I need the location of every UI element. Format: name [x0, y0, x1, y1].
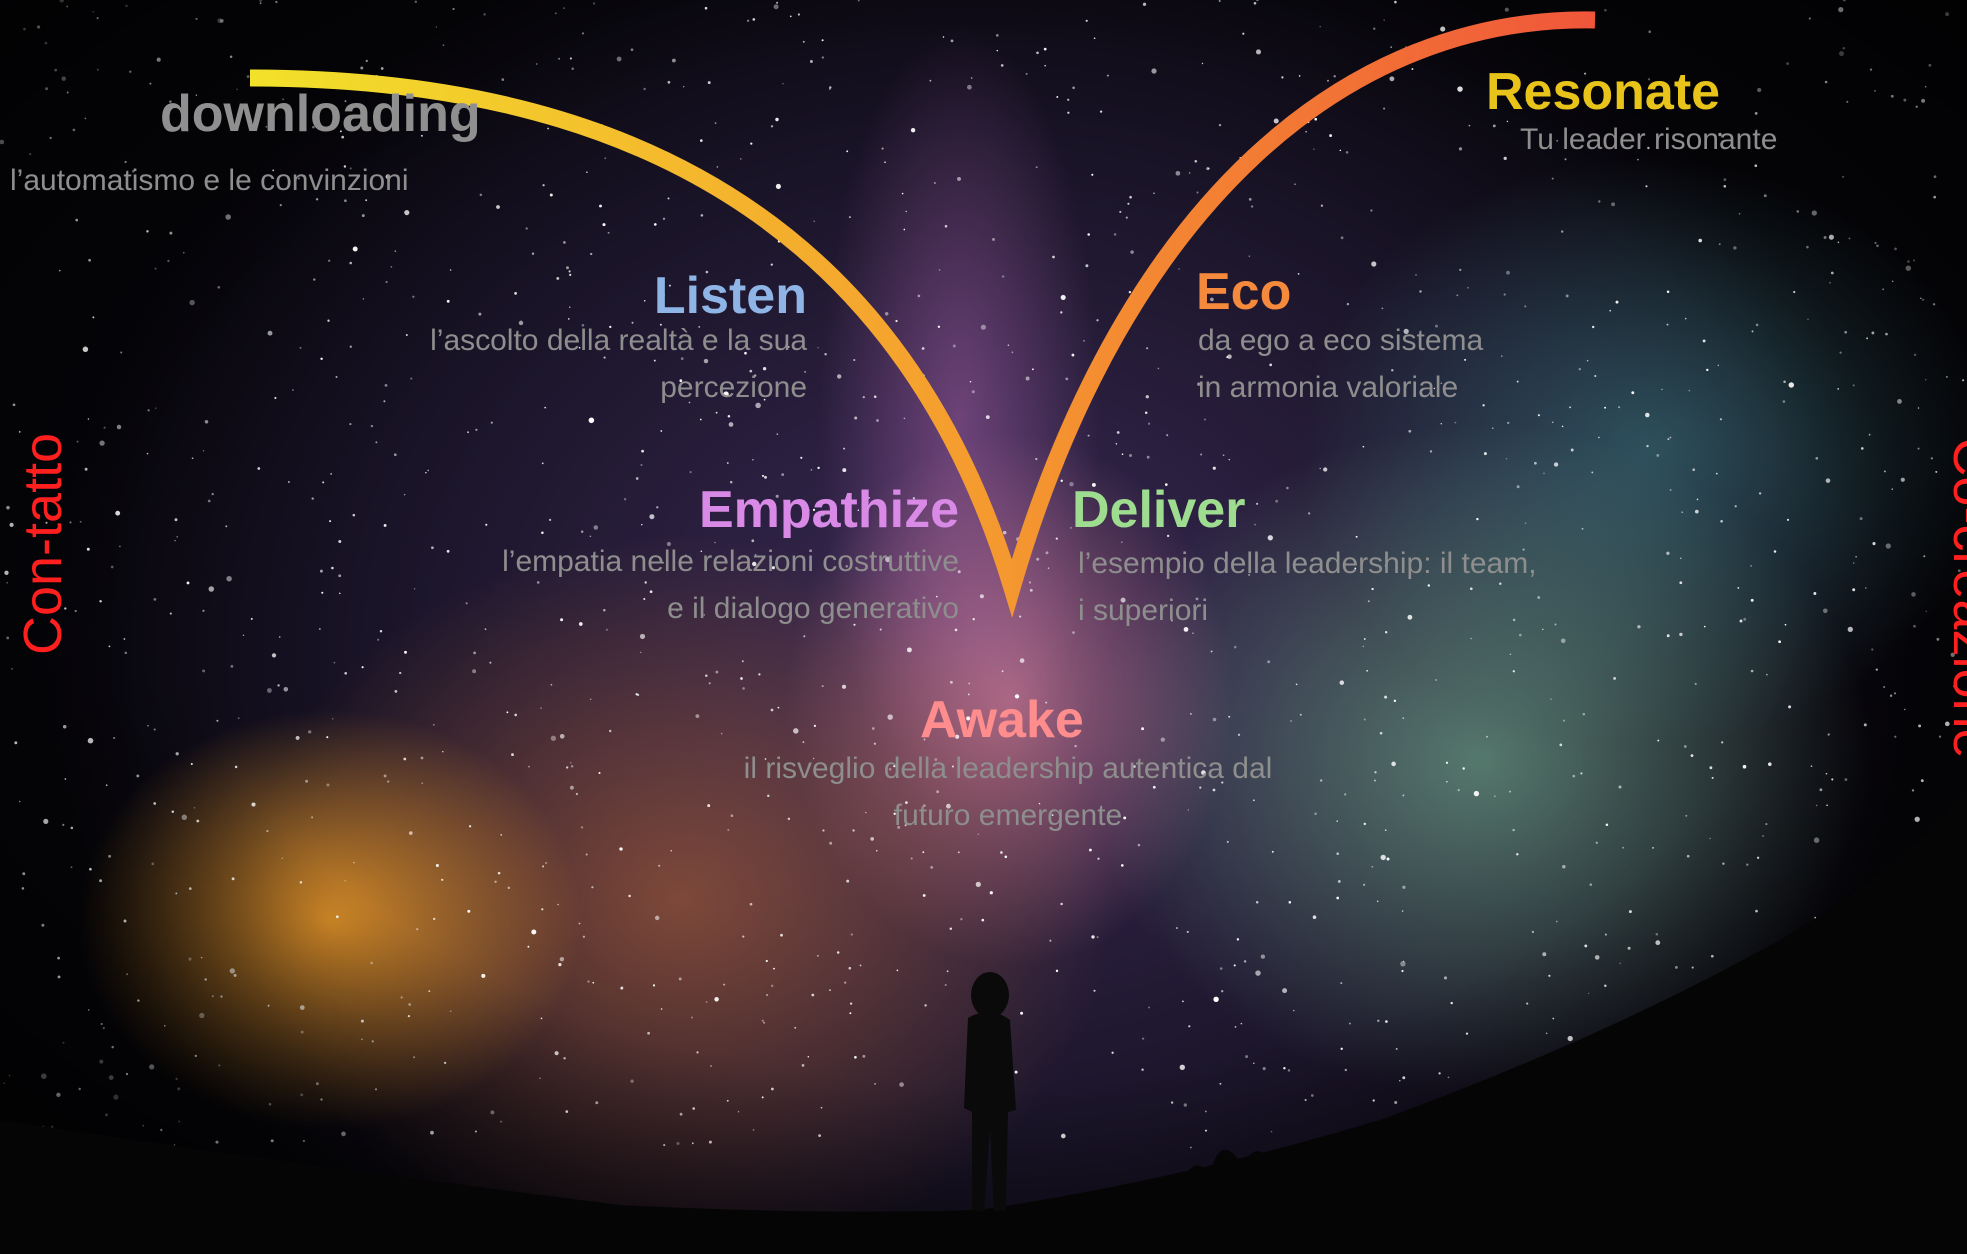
- stage-awake-title: Awake: [920, 691, 1084, 749]
- side-label-left: Con-tatto: [13, 432, 73, 655]
- stage-resonate-desc: Tu leader risonante: [1520, 123, 1778, 156]
- stage-listen-title: Listen: [653, 267, 807, 325]
- stage-awake-desc-line-2: futuro emergente: [893, 799, 1123, 832]
- person-silhouette: [964, 972, 1016, 1212]
- stage-listen-desc: l’ascolto della realtà e la sua percezio…: [430, 317, 807, 411]
- stage-eco-title: Eco: [1196, 263, 1292, 321]
- stage-eco-desc: da ego a eco sistema in armonia valorial…: [1198, 317, 1483, 411]
- stage-empathize-desc-line-1: l’empatia nelle relazioni costruttive: [502, 545, 959, 578]
- stage-deliver-desc: l’esempio della leadership: il team, i s…: [1078, 540, 1537, 634]
- stage-listen-desc-line-1: l’ascolto della realtà e la sua: [430, 324, 807, 357]
- stage-deliver-desc-line-2: i superiori: [1078, 594, 1209, 627]
- stage-empathize-desc: l’empatia nelle relazioni costruttive e …: [502, 538, 959, 632]
- stage-empathize-title: Empathize: [698, 481, 959, 539]
- stage-awake-desc-line-1: il risveglio della leadership autentica …: [743, 752, 1273, 785]
- ground-silhouette: [0, 790, 1967, 1254]
- stage-awake-desc: il risveglio della leadership autentica …: [668, 745, 1348, 839]
- stage-listen-desc-line-2: percezione: [660, 371, 807, 404]
- stage-empathize-desc-line-2: e il dialogo generativo: [667, 592, 959, 625]
- stage-downloading-desc: l’automatismo e le convinzioni: [10, 164, 409, 197]
- stage-resonate-title: Resonate: [1486, 63, 1721, 121]
- stage-deliver-desc-line-1: l’esempio della leadership: il team,: [1078, 547, 1537, 580]
- u-curve-line: [249, 11, 1596, 618]
- stage-eco-desc-line-2: in armonia valoriale: [1198, 371, 1459, 404]
- side-label-right: Co-creazione: [1942, 437, 1967, 759]
- stage-eco-desc-line-1: da ego a eco sistema: [1198, 324, 1484, 357]
- stage-downloading-title: downloading: [160, 85, 481, 143]
- stage-deliver-title: Deliver: [1072, 481, 1246, 539]
